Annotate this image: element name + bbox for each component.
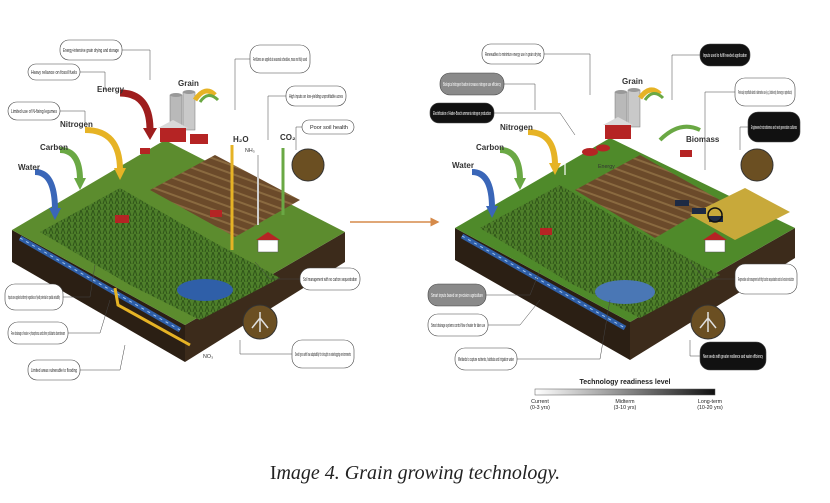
label-water: Water bbox=[18, 163, 40, 172]
figure-caption: Image 4. Grain growing technology. bbox=[0, 462, 830, 485]
label-no3: NO₃ bbox=[203, 354, 213, 360]
label-grain: Grain bbox=[178, 79, 199, 88]
legend-title: Technology readiness level bbox=[580, 379, 671, 386]
callout-text: Free drainage of water + phosphorus and … bbox=[11, 331, 65, 337]
left-soil-zoom-circle bbox=[291, 148, 325, 182]
legend-tick-label: Current bbox=[531, 399, 549, 405]
callout-text: High inputs on low-yielding unprofitable… bbox=[289, 94, 343, 100]
right-nitrogen-arrow bbox=[527, 129, 558, 166]
right-block-front-side bbox=[455, 228, 630, 360]
callout-text: Heavy reliance on fossil fuels bbox=[31, 70, 77, 76]
right-biomass-arrow bbox=[658, 124, 701, 142]
right-barn bbox=[603, 117, 633, 139]
callout-text: Seed types with low adaptability for dro… bbox=[295, 352, 351, 358]
callout-text: Soil management with no carbon sequestra… bbox=[303, 277, 357, 283]
label-nitrogen: Nitrogen bbox=[500, 123, 533, 132]
legend-tick-label: Long-term bbox=[698, 399, 723, 405]
callout-text: Wetlands to capture nutrients, habitats … bbox=[458, 357, 514, 363]
legend-tick-sub: (3-10 yrs) bbox=[614, 405, 637, 411]
left-tractor-3 bbox=[140, 148, 150, 154]
right-panel: Grain Nitrogen Carbon Water Biomass Ener… bbox=[427, 43, 801, 411]
callout-text: Energy-intensive grain drying and storag… bbox=[63, 48, 119, 54]
label-carbon: Carbon bbox=[40, 143, 68, 152]
right-block-right-side bbox=[630, 228, 795, 360]
left-energy-arrow bbox=[119, 89, 154, 131]
right-crop-field bbox=[480, 185, 650, 283]
right-microbiome-zoom-circle bbox=[740, 148, 774, 182]
left-nutrient-leach-pipe bbox=[113, 287, 191, 347]
left-water-arrow bbox=[34, 169, 58, 211]
right-house bbox=[703, 232, 727, 253]
legend-gradient-bar bbox=[534, 388, 716, 396]
right-callout-leaders bbox=[486, 53, 748, 360]
label-nitrogen: Nitrogen bbox=[60, 120, 93, 129]
left-grain-arrow bbox=[192, 88, 217, 102]
left-carbon-arrow bbox=[59, 147, 83, 181]
left-pond bbox=[177, 279, 233, 301]
left-grain-silos bbox=[169, 90, 196, 131]
left-block-right-side bbox=[185, 232, 345, 362]
callout-text: Engineered microbiomes and next generati… bbox=[751, 125, 797, 131]
label-biomass: Biomass bbox=[686, 135, 720, 144]
diagram: Energy Grain Nitrogen Carbon Water H₂O N… bbox=[4, 39, 801, 411]
right-grain-arrow bbox=[637, 87, 662, 100]
callout-text: Inputs are applied uniformly regardless … bbox=[8, 295, 60, 301]
callout-text: Fertilizers are applied at seasonal sche… bbox=[253, 57, 307, 63]
left-panel: Energy Grain Nitrogen Carbon Water H₂O N… bbox=[4, 39, 361, 381]
callout-text: Poor soil health bbox=[310, 125, 348, 131]
left-crop-field bbox=[40, 188, 210, 285]
callout-text: Electrification of Haber-Bosch ammonia n… bbox=[433, 111, 491, 117]
caption-text: mage 4. Grain growing technology. bbox=[276, 462, 561, 484]
callout-text: Biological nitrogen fixation increases n… bbox=[443, 82, 501, 88]
right-drone bbox=[707, 207, 723, 223]
caption-lead: I bbox=[269, 462, 277, 484]
right-water-arrow bbox=[471, 169, 495, 209]
left-tractor-2 bbox=[210, 210, 222, 217]
label-water: Water bbox=[452, 161, 474, 170]
label-grain: Grain bbox=[622, 77, 643, 86]
legend-tick-sub: (0-3 yrs) bbox=[530, 405, 550, 411]
callout-text: Regenerative soil management with high c… bbox=[738, 277, 794, 283]
legend-tick-label: Midterm bbox=[615, 399, 635, 405]
left-house bbox=[256, 232, 280, 253]
label-co2: CO₂ bbox=[280, 133, 296, 142]
label-energy: Energy bbox=[97, 85, 125, 94]
left-nitrogen-arrow bbox=[84, 127, 123, 171]
callout-text: Smart inputs based on precision agricult… bbox=[431, 293, 483, 299]
right-tractor bbox=[540, 228, 552, 235]
left-tractor bbox=[115, 215, 129, 223]
right-wind-turbine bbox=[556, 130, 575, 175]
technology-readiness-legend: Technology readiness level Current (0-3 … bbox=[530, 379, 723, 411]
legend-tick-sub: (10-20 yrs) bbox=[697, 405, 723, 411]
callout-text: Previously unprofitable lands in alterna… bbox=[738, 90, 792, 96]
label-nh3: NH₃ bbox=[245, 148, 255, 154]
callout-text: Inputs used to fulfil needed application bbox=[703, 53, 747, 59]
right-tractor-2 bbox=[680, 150, 692, 157]
right-biogas-tanks bbox=[582, 144, 610, 156]
right-solar-panels bbox=[675, 200, 723, 222]
right-carbon-arrow bbox=[499, 147, 523, 181]
right-wetland bbox=[595, 280, 655, 304]
left-callouts bbox=[4, 39, 361, 381]
left-callout-leaders bbox=[60, 49, 302, 371]
label-h2o: H₂O bbox=[233, 135, 249, 144]
right-plowed-field bbox=[575, 155, 720, 238]
right-restored-land bbox=[690, 188, 790, 240]
callout-text: Limited areas vulnerable to flooding bbox=[31, 368, 77, 374]
callout-text: New seeds with greater resilience and wa… bbox=[703, 354, 763, 360]
left-barn bbox=[158, 120, 208, 144]
left-plowed-field bbox=[150, 155, 300, 237]
callout-text: Limited use of N-fixing legumes bbox=[11, 109, 57, 115]
callout-text: Renewables to minimize energy use in gra… bbox=[485, 52, 541, 58]
left-block-front-side bbox=[12, 230, 185, 362]
callout-text: Smart drainage systems control flow of w… bbox=[431, 323, 485, 329]
right-grain-silos bbox=[614, 88, 641, 128]
label-energy: Energy bbox=[598, 164, 615, 170]
label-carbon: Carbon bbox=[476, 143, 504, 152]
